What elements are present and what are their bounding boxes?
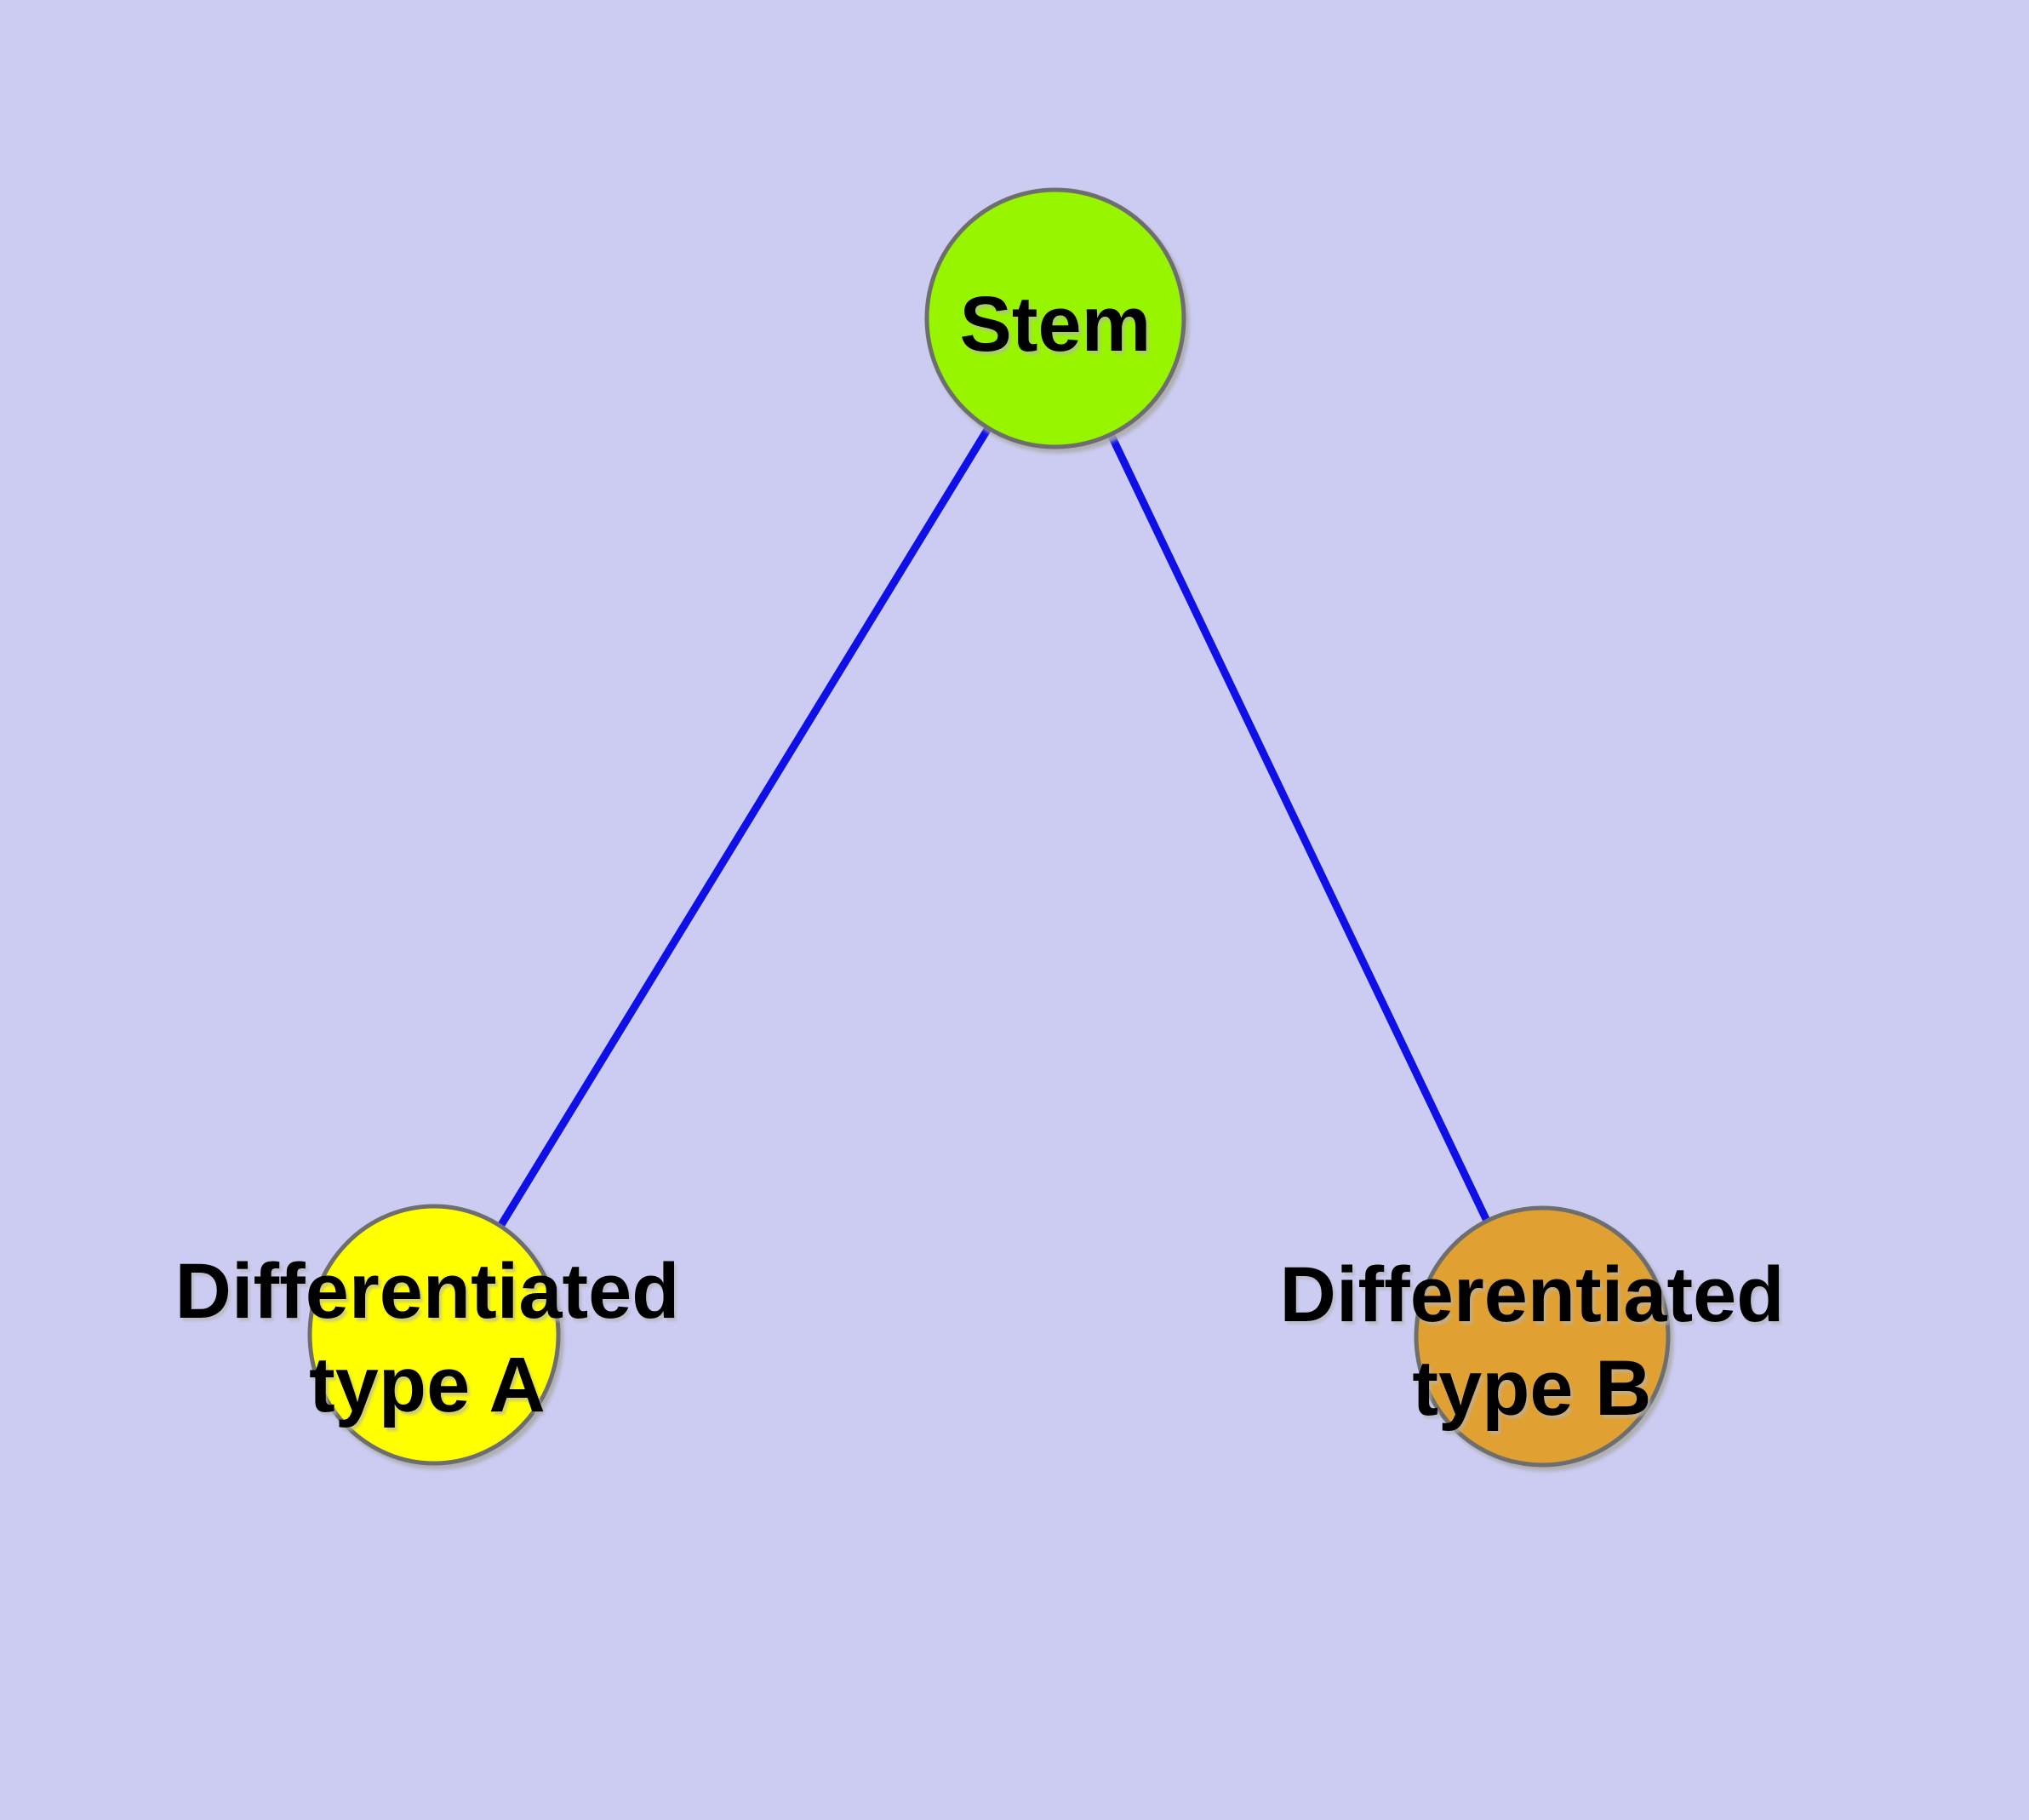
differentiated-type-b-node[interactable] [1414,1205,1671,1468]
differentiated-type-a-node[interactable] [307,1204,561,1466]
type-b-label-line2: type B [1412,1345,1651,1432]
type-a-label-line2: type A [309,1342,546,1428]
stem-node[interactable] [924,187,1186,449]
type-a-label-line1: Differentiated [175,1248,680,1335]
edge-stem-to-type-b [1051,314,1546,1341]
type-b-label-line1: Differentiated [1280,1251,1785,1338]
edge-stem-to-type-a [430,314,1060,1339]
stem-node-label: Stem [960,281,1152,368]
